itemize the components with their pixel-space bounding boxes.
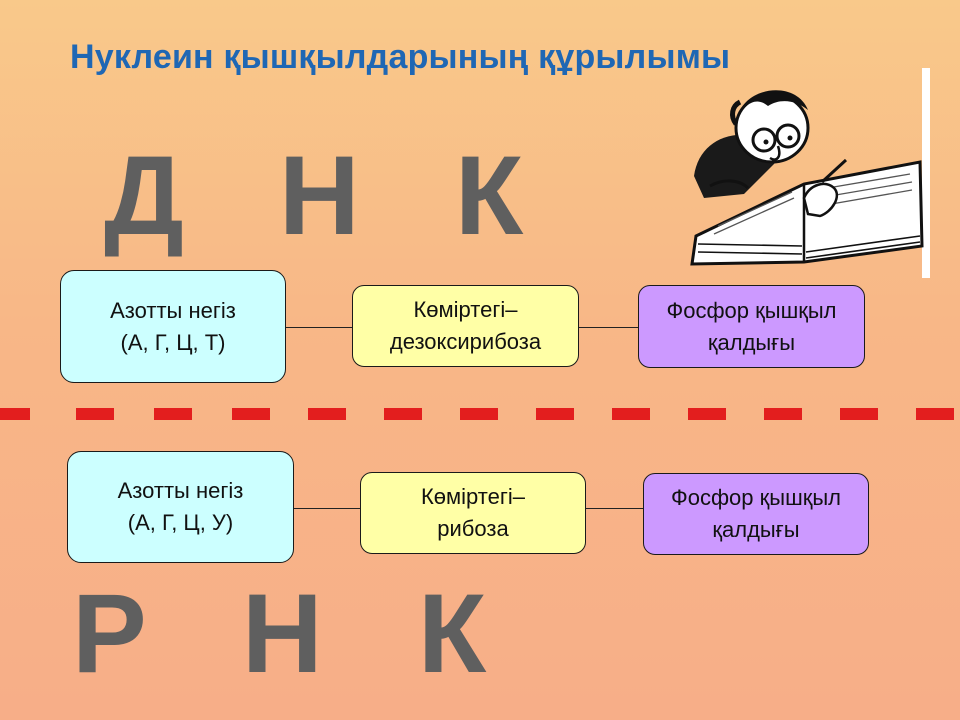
- rnk-connector-1: [294, 508, 360, 509]
- dnk-sugar-box: Көміртегі– дезоксирибоза: [352, 285, 579, 367]
- dash: [384, 408, 422, 420]
- dnk-connector-2: [579, 327, 638, 328]
- rnk-base-box: Азотты негіз (А, Г, Ц, У): [67, 451, 294, 563]
- rnk-phosphate-line1: Фосфор қышқыл: [670, 485, 841, 511]
- dash: [308, 408, 346, 420]
- rnk-base-line1: Азотты негіз: [117, 478, 244, 504]
- dash: [764, 408, 802, 420]
- dnk-phosphate-line1: Фосфор қышқыл: [666, 297, 837, 323]
- rnk-heading: Р Н К: [72, 571, 519, 696]
- rnk-sugar-box: Көміртегі– рибоза: [360, 472, 586, 554]
- dnk-phosphate-line2: қалдығы: [707, 329, 796, 355]
- dash: [612, 408, 650, 420]
- rnk-phosphate-line2: қалдығы: [712, 517, 800, 542]
- dnk-sugar-line2: дезоксирибоза: [389, 329, 542, 354]
- dash: [232, 408, 270, 420]
- dnk-heading: Д Н К: [104, 133, 556, 258]
- rnk-base-line2: (А, Г, Ц, У): [127, 510, 234, 535]
- dnk-connector-1: [286, 327, 352, 328]
- dnk-phosphate-box: Фосфор қышқыл қалдығы: [638, 285, 865, 368]
- page-title: Нуклеин қышқылдарының құрылымы: [70, 38, 731, 76]
- dnk-base-line2: (А, Г, Ц, Т): [120, 329, 226, 355]
- dnk-sugar-line1: Көміртегі–: [413, 297, 518, 323]
- dash: [0, 408, 30, 420]
- rnk-sugar-line2: рибоза: [437, 516, 509, 541]
- rnk-sugar-line1: Көміртегі–: [420, 484, 526, 510]
- dash: [688, 408, 726, 420]
- dash: [154, 408, 192, 420]
- dash: [536, 408, 574, 420]
- rnk-phosphate-box: Фосфор қышқыл қалдығы: [643, 473, 869, 555]
- rnk-connector-2: [586, 508, 643, 509]
- reading-professor-icon: [690, 68, 930, 278]
- dash: [916, 408, 954, 420]
- dash: [76, 408, 114, 420]
- dash: [840, 408, 878, 420]
- dash: [460, 408, 498, 420]
- dnk-base-box: Азотты негіз (А, Г, Ц, Т): [60, 270, 286, 383]
- dashed-separator: [0, 408, 960, 430]
- dnk-base-line1: Азотты негіз: [110, 297, 236, 323]
